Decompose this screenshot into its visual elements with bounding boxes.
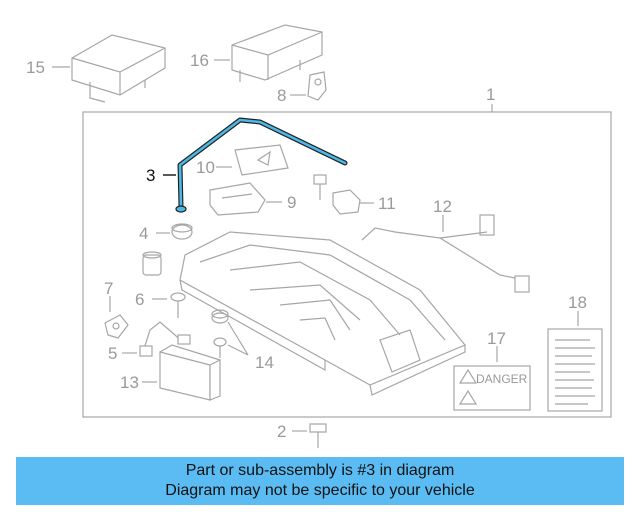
assembly-frame xyxy=(82,111,612,418)
callout-18: 18 xyxy=(568,293,587,312)
battery-tray xyxy=(179,231,466,396)
callout-17: 17 xyxy=(487,329,506,348)
callout-8: 8 xyxy=(277,86,286,105)
callout-2: 2 xyxy=(277,422,286,441)
callout-15: 15 xyxy=(26,58,45,77)
danger-text: DANGER xyxy=(476,372,528,386)
part-7 xyxy=(104,314,129,339)
callout-12: 12 xyxy=(433,197,452,216)
part-9 xyxy=(209,182,266,216)
part-2 xyxy=(309,423,327,448)
part-13 xyxy=(159,344,221,401)
part-16 xyxy=(231,24,323,82)
callout-4: 4 xyxy=(139,224,148,243)
part-15 xyxy=(71,34,166,103)
grommet xyxy=(142,251,162,276)
part-8 xyxy=(307,71,327,101)
part-17: DANGER xyxy=(453,365,531,411)
callout-7: 7 xyxy=(104,279,113,298)
part-14 xyxy=(211,309,229,358)
caption-banner: Part or sub-assembly is #3 in diagram Di… xyxy=(16,457,624,505)
callout-11: 11 xyxy=(378,194,396,213)
caption-line-1: Part or sub-assembly is #3 in diagram xyxy=(185,462,455,479)
part-11 xyxy=(332,189,361,215)
callout-5: 5 xyxy=(108,344,117,363)
callout-14: 14 xyxy=(255,353,274,372)
callout-13: 13 xyxy=(120,373,139,392)
callout-1: 1 xyxy=(486,85,495,104)
part-6 xyxy=(170,292,186,318)
callout-10: 10 xyxy=(196,158,215,177)
bolt xyxy=(313,174,327,200)
part-4 xyxy=(171,223,193,240)
caption-line-2: Diagram may not be specific to your vehi… xyxy=(165,482,475,499)
callout-6: 6 xyxy=(135,290,144,309)
parts-diagram: 1 15 16 8 3 10 9 xyxy=(26,24,612,448)
callout-3: 3 xyxy=(146,166,155,185)
part-5 xyxy=(139,321,191,357)
part-12 xyxy=(361,214,530,293)
part-10 xyxy=(234,144,289,176)
part-18 xyxy=(547,328,603,412)
callout-9: 9 xyxy=(287,193,296,212)
callout-16: 16 xyxy=(190,51,209,70)
